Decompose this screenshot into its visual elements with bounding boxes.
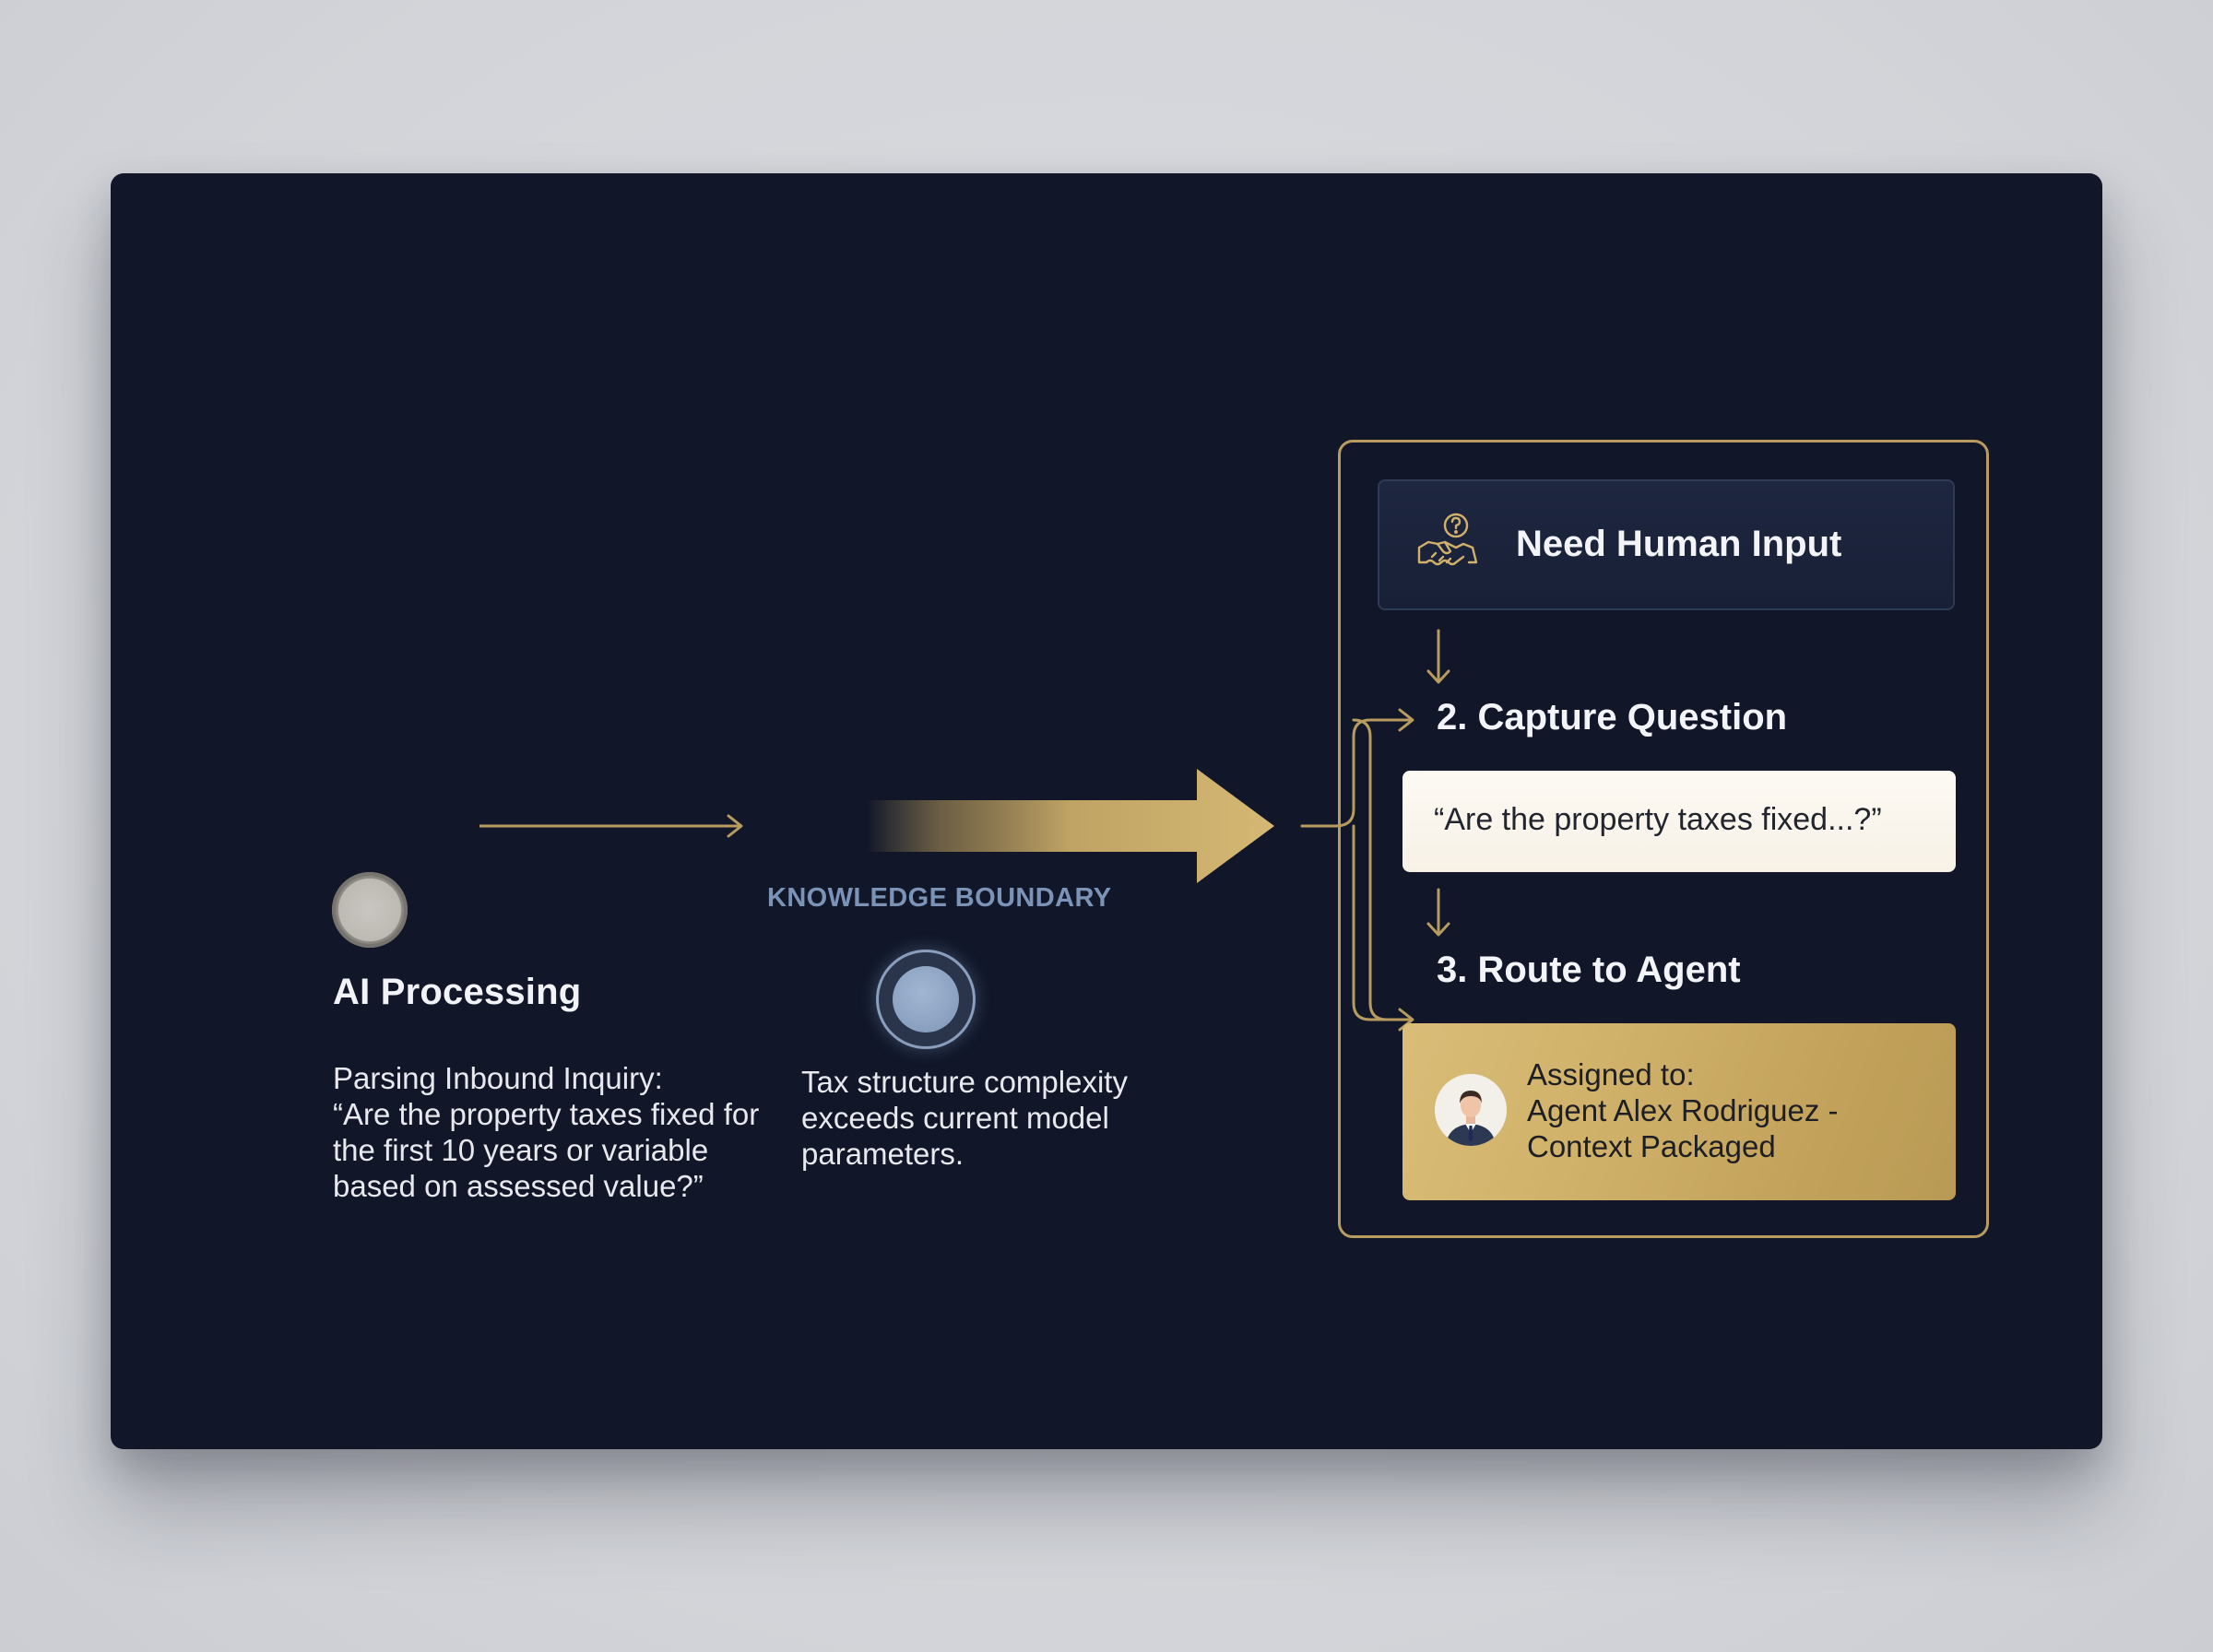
assignment-status: Context Packaged <box>1527 1129 1776 1163</box>
assigned-agent-name: Agent Alex Rodriguez - <box>1527 1093 1839 1127</box>
diagram-card: AI Processing Parsing Inbound Inquiry: “… <box>111 173 2102 1449</box>
knowledge-boundary-label: KNOWLEDGE BOUNDARY <box>767 883 1112 913</box>
knowledge-boundary-description: Tax structure complexity exceeds current… <box>801 1065 1128 1171</box>
capture-question-label: 2. Capture Question <box>1437 697 1788 738</box>
escalation-arrow <box>867 769 1274 883</box>
agent-avatar-icon <box>1435 1074 1507 1146</box>
agent-assignment-text: Assigned to: Agent Alex Rodriguez - Cont… <box>1527 1056 1933 1164</box>
route-to-agent-label: 3. Route to Agent <box>1437 950 1741 990</box>
knowledge-boundary-node <box>876 950 976 1049</box>
ai-processing-node <box>332 872 408 948</box>
ai-processing-title: AI Processing <box>333 972 582 1012</box>
need-human-input-label: Need Human Input <box>1516 524 1842 564</box>
assigned-to-label: Assigned to: <box>1527 1057 1695 1092</box>
captured-question-box <box>1402 771 1956 872</box>
captured-question-text: “Are the property taxes fixed...?” <box>1434 802 1882 837</box>
ai-processing-description: Parsing Inbound Inquiry: “Are the proper… <box>333 1061 760 1203</box>
ai-to-boundary-arrow <box>479 814 743 838</box>
handshake-question-icon <box>1417 513 1478 566</box>
human-input-panel <box>1338 440 1989 1238</box>
need-human-input-box <box>1378 479 1955 610</box>
